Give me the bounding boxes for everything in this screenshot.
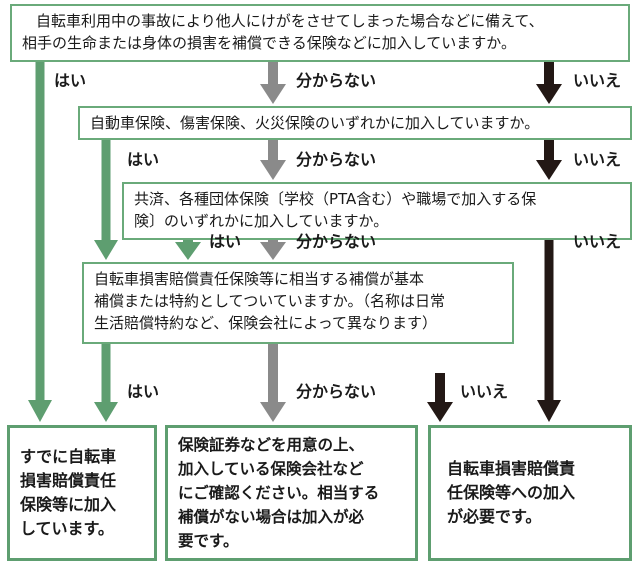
result-2-line-2: 加入している保険会社など xyxy=(178,460,364,478)
label-yes-q3: はい xyxy=(209,232,242,251)
arrow-yes-q2 xyxy=(94,140,118,260)
label-yes-q2: はい xyxy=(127,150,160,169)
question-2-line-1: 自動車保険、傷害保険、火災保険のいずれかに加入していますか。 xyxy=(90,114,540,132)
result-confirm-with-insurer: 保険証券などを用意の上、 加入している保険会社など にご確認ください。相当する … xyxy=(165,425,418,561)
label-no-q1: いいえ xyxy=(573,71,622,90)
result-1-line-4: しています。 xyxy=(20,519,114,538)
question-3-line-2: 険〕のいずれかに加入していますか。 xyxy=(134,212,389,230)
arrow-yes-q4 xyxy=(94,344,118,422)
result-3-line-3: が必要です。 xyxy=(447,507,542,526)
result-enrollment-required: 自転車損害賠償責 任保険等への加入 が必要です。 xyxy=(428,425,632,561)
result-2-line-5: 要です。 xyxy=(178,532,239,550)
label-no-q3: いいえ xyxy=(573,232,622,251)
result-1-line-1: すでに自転車 xyxy=(20,447,117,466)
result-2-line-3: にご確認ください。相当する xyxy=(178,484,380,502)
arrow-no-q2 xyxy=(536,140,562,180)
arrow-unknown-q3 xyxy=(260,240,286,260)
arrow-no-q1 xyxy=(536,62,562,104)
result-1-line-2: 損害賠償責任 xyxy=(20,471,117,490)
question-1-box: 自転車利用中の事故により他人にけがをさせてしまった場合などに備えて、 相手の生命… xyxy=(10,4,630,62)
arrow-unknown-q2 xyxy=(260,140,286,180)
arrow-yes-q1 xyxy=(28,62,52,422)
label-no-q4: いいえ xyxy=(460,382,509,401)
question-4-line-3: 生活賠償特約など、保険会社によって異なります） xyxy=(94,314,438,332)
question-4-line-1: 自転車損害賠償責任保険等に相当する補償が基本 xyxy=(94,270,425,288)
result-2-line-4: 補償がない場合は加入が必 xyxy=(178,508,365,526)
question-3-box: 共済、各種団体保険〔学校（PTA含む）や職場で加入する保 険〕のいずれかに加入し… xyxy=(122,182,632,240)
label-unknown-q3: 分からない xyxy=(296,232,377,251)
question-1-line-1: 自転車利用中の事故により他人にけがをさせてしまった場合などに備えて、 xyxy=(36,12,544,30)
question-4-line-2: 補償または特約としてついていますか。（名称は日常 xyxy=(94,292,446,310)
label-yes-q4: はい xyxy=(127,382,160,401)
question-3-line-1: 共済、各種団体保険〔学校（PTA含む）や職場で加入する保 xyxy=(134,190,537,208)
arrow-unknown-q4 xyxy=(260,344,286,422)
question-2-box: 自動車保険、傷害保険、火災保険のいずれかに加入していますか。 xyxy=(78,106,632,140)
label-yes-q1: はい xyxy=(54,71,87,90)
arrow-no-q4 xyxy=(427,373,453,422)
label-unknown-q1: 分からない xyxy=(296,71,377,90)
result-2-line-1: 保険証券などを用意の上、 xyxy=(178,436,365,454)
question-4-box: 自転車損害賠償責任保険等に相当する補償が基本 補償または特約としてついていますか… xyxy=(82,262,514,344)
result-1-line-3: 保険等に加入 xyxy=(20,495,117,514)
question-1-line-2: 相手の生命または身体の損害を補償できる保険などに加入していますか。 xyxy=(22,34,516,52)
label-no-q2: いいえ xyxy=(573,150,622,169)
label-unknown-q2: 分からない xyxy=(296,150,377,169)
result-3-line-2: 任保険等への加入 xyxy=(447,483,576,502)
arrow-no-q3 xyxy=(537,240,561,422)
result-3-line-1: 自転車損害賠償責 xyxy=(447,459,576,478)
arrow-unknown-q1 xyxy=(260,62,286,104)
result-already-insured: すでに自転車 損害賠償責任 保険等に加入 しています。 xyxy=(7,425,157,561)
arrow-yes-q3 xyxy=(175,240,201,260)
label-unknown-q4: 分からない xyxy=(296,382,377,401)
